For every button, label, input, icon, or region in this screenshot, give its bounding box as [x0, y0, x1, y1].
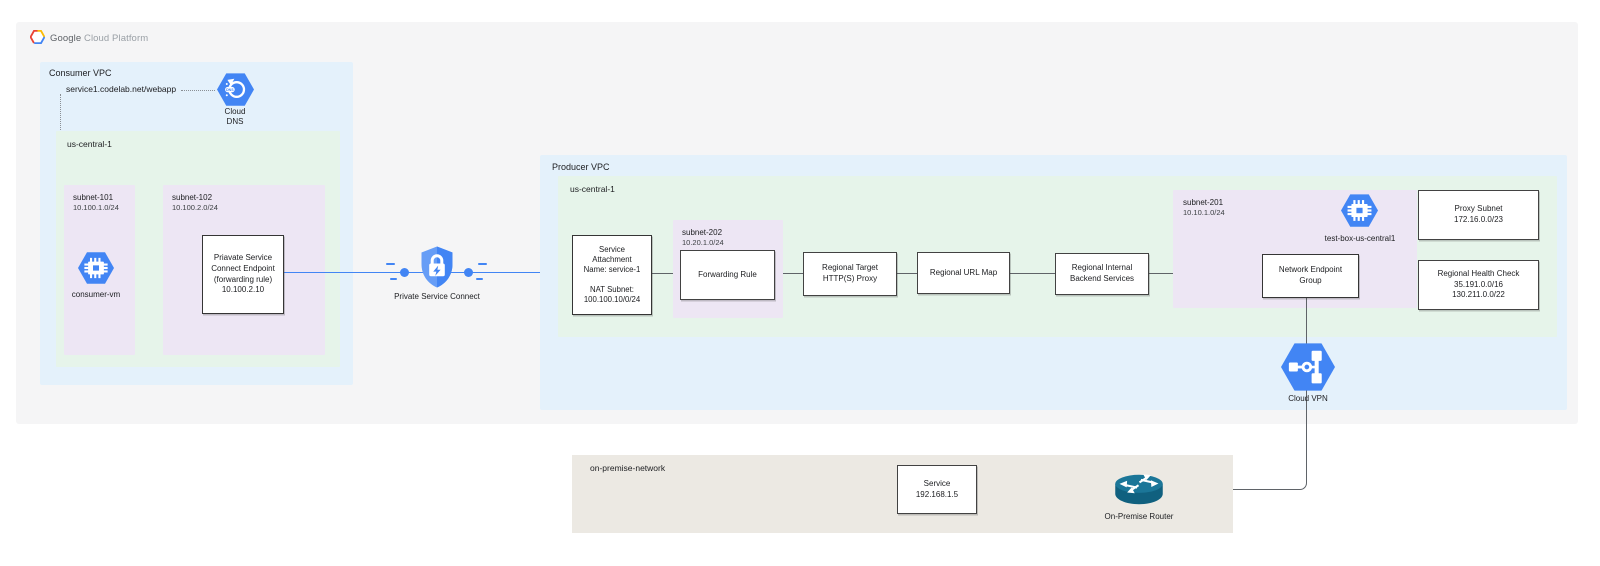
url-map-box: Regional URL Map: [917, 252, 1010, 294]
brand-title: Google Cloud Platform: [50, 33, 148, 44]
neg-line: Network Endpoint: [1278, 265, 1343, 275]
test-box-vm-label: test-box-us-central1: [1324, 234, 1396, 243]
subnet-102-cidr: 10.100.2.0/24: [172, 203, 218, 212]
consumer-vm-label: consumer-vm: [71, 290, 121, 299]
on-premise-service-line: Service: [923, 478, 951, 488]
target-proxy-box: Regional Target HTTP(S) Proxy: [803, 252, 897, 296]
subnet-102-name: subnet-102: [172, 193, 213, 202]
on-premise-router-icon: [1115, 474, 1163, 505]
network-endpoint-group-box: Network Endpoint Group: [1262, 254, 1359, 298]
target-proxy-line: Regional Target: [822, 263, 878, 273]
backend-services-box: Regional Internal Backend Services: [1055, 253, 1149, 295]
consumer-vm-icon: [78, 252, 114, 284]
service-attachment-line: Attachment: [592, 255, 632, 265]
dns-lookup-dotted-line: [181, 90, 215, 91]
cloud-vpn-icon: [1281, 343, 1335, 391]
psc-node-dot-right: [464, 268, 473, 277]
subnet-202-cidr: 10.20.1.0/24: [682, 238, 724, 247]
proxy-subnet-box: Proxy Subnet 172.16.0.0/23: [1418, 190, 1539, 240]
url-map-label: Regional URL Map: [929, 267, 998, 277]
forwarding-rule-box: Forwarding Rule: [680, 250, 775, 300]
target-proxy-line: HTTP(S) Proxy: [822, 274, 878, 283]
service-attachment-line: 100.100.10/0/24: [583, 294, 641, 304]
producer-vpc-label: Producer VPC: [552, 162, 610, 172]
svg-text:DNS: DNS: [226, 88, 234, 92]
health-check-line: 130.211.0.0/22: [1452, 290, 1505, 300]
neg-line: Group: [1299, 276, 1322, 285]
subnet-201-name: subnet-201: [1183, 198, 1224, 207]
psc-endpoint-box: Priavate Service Connect Endpoint (forwa…: [202, 235, 284, 314]
health-check-box: Regional Health Check 35.191.0.0/16 130.…: [1418, 260, 1539, 310]
cloud-dns-icon: DNS: [217, 73, 254, 106]
service-attachment-line: Service: [599, 244, 625, 254]
subnet-201-cidr: 10.10.1.0/24: [1183, 208, 1225, 217]
test-box-vm-icon: [1341, 194, 1378, 227]
backend-services-line: Backend Services: [1069, 274, 1135, 283]
on-premise-router-label: On-Premise Router: [1104, 512, 1174, 521]
service-attachment-line: NAT Subnet:: [590, 284, 634, 294]
subnet-101-name: subnet-101: [73, 193, 114, 202]
proxy-subnet-line: 172.16.0.0/23: [1454, 215, 1503, 224]
on-premise-service-box: Service 192.168.1.5: [897, 465, 977, 514]
on-premise-network-label: on-premise-network: [590, 463, 666, 473]
psc-dash: [386, 263, 395, 265]
subnet-101-cidr: 10.100.1.0/24: [73, 203, 119, 212]
private-service-connect-icon: [421, 246, 453, 288]
health-check-line: Regional Health Check: [1437, 269, 1520, 279]
psc-dash: [478, 263, 487, 265]
dns-record-text: service1.codelab.net/webapp: [66, 84, 177, 94]
cloud-dns-label-line2: DNS: [226, 117, 244, 126]
gcp-logo-icon: [30, 30, 45, 44]
cloud-vpn-label: Cloud VPN: [1288, 394, 1328, 403]
psc-endpoint-line: Priavate Service: [213, 253, 273, 263]
cloud-dns-label: Cloud DNS: [205, 107, 265, 127]
psc-node-dot-left: [400, 268, 409, 277]
producer-region-label: us-central-1: [570, 184, 615, 194]
forwarding-rule-label: Forwarding Rule: [698, 269, 757, 279]
service-attachment-line: Name: service-1: [583, 265, 641, 275]
psc-endpoint-line: Connect Endpoint: [211, 263, 275, 273]
psc-dash: [390, 278, 397, 280]
backend-services-line: Regional Internal: [1071, 263, 1133, 273]
cloud-dns-label-line1: Cloud: [224, 107, 246, 116]
psc-endpoint-line: (forwarding rule): [213, 274, 273, 284]
psc-dash: [476, 278, 483, 280]
on-premise-service-line: 192.168.1.5: [915, 489, 959, 499]
consumer-vpc-label: Consumer VPC: [49, 68, 112, 78]
private-service-connect-label: Private Service Connect: [394, 292, 480, 301]
consumer-region-label: us-central-1: [67, 139, 112, 149]
health-check-line: 35.191.0.0/16: [1454, 279, 1503, 289]
psc-endpoint-line: 10.100.2.10: [221, 285, 265, 295]
service-attachment-box: Service Attachment Name: service-1 NAT S…: [572, 235, 652, 315]
brand-primary: Google: [50, 33, 82, 44]
subnet-202-name: subnet-202: [682, 228, 723, 237]
proxy-subnet-line: Proxy Subnet: [1454, 204, 1503, 214]
brand-secondary: Cloud Platform: [83, 33, 149, 44]
